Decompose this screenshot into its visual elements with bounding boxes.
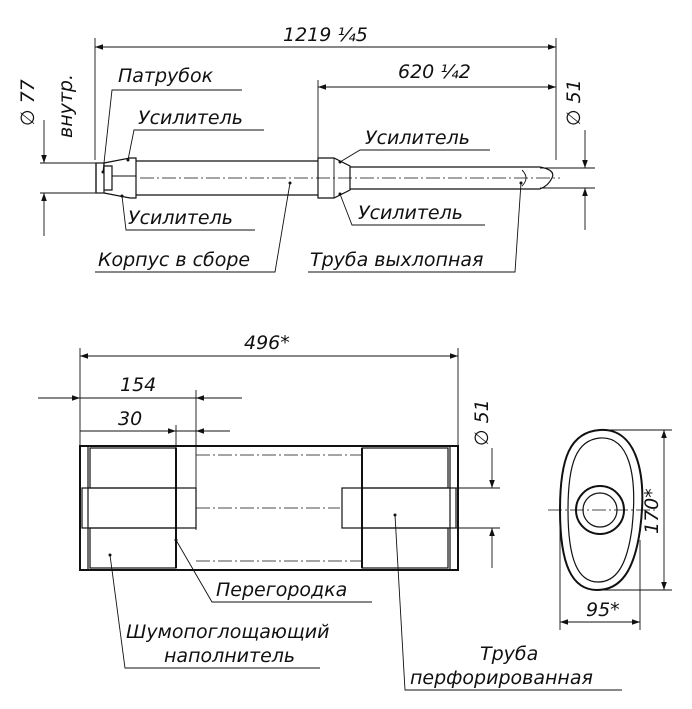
dim-text-section-51: ∅ 51 bbox=[471, 399, 493, 446]
label-patrubok: Патрубок bbox=[118, 65, 214, 87]
dimension-section-diameter: ∅ 51 bbox=[456, 399, 500, 568]
dimension-body-length: 496* bbox=[79, 332, 459, 445]
filler-right-bottom bbox=[361, 527, 449, 569]
section-view: 496* 154 30 ∅ 51 bbox=[38, 332, 622, 691]
label-usilitel-2: Усилитель bbox=[365, 127, 470, 149]
label-perf-line1: Труба bbox=[480, 643, 538, 665]
dim-text-overall: 1219 ¼5 bbox=[283, 24, 368, 46]
filler-left-bottom bbox=[89, 527, 177, 569]
dimension-154: 154 bbox=[38, 374, 242, 530]
dimension-30: 30 bbox=[80, 408, 230, 460]
dimension-height: 170* bbox=[597, 429, 672, 591]
label-filler-line2: наполнитель bbox=[164, 645, 295, 667]
label-korpus: Корпус в сборе bbox=[98, 249, 250, 271]
dimension-overall-length: 1219 ¼5 bbox=[94, 24, 557, 160]
label-usilitel-3: Усилитель bbox=[128, 207, 233, 229]
label-perf-line2: перфорированная bbox=[410, 667, 593, 689]
filler-left-top bbox=[89, 447, 177, 489]
label-usilitel-1: Усилитель bbox=[138, 107, 243, 129]
dim-text-diameter-77: ∅ 77 bbox=[17, 79, 39, 126]
end-view: 170* 95* bbox=[548, 428, 672, 630]
perforated-tube-right bbox=[341, 487, 457, 529]
label-truba-vykhlopnaya: Труба выхлопная bbox=[310, 249, 483, 271]
leaders-top bbox=[95, 89, 522, 273]
dimension-inner-diameter: ∅ 77 внутр. bbox=[17, 74, 100, 236]
muffler-body-side bbox=[95, 157, 560, 199]
dim-text-pipe: 620 ¼2 bbox=[398, 61, 471, 83]
dim-text-diameter-51: ∅ 51 bbox=[563, 79, 585, 126]
leaders-section bbox=[109, 514, 622, 691]
filler-right-top bbox=[361, 447, 449, 489]
perforated-tube-left bbox=[81, 487, 197, 529]
top-view: 1219 ¼5 620 ¼2 ∅ 77 внутр. ∅ 51 bbox=[17, 24, 595, 273]
dim-text-154: 154 bbox=[120, 374, 156, 396]
dimension-outlet-diameter: ∅ 51 bbox=[540, 79, 595, 230]
dim-text-95: 95* bbox=[586, 599, 620, 621]
dim-text-inner-note: внутр. bbox=[55, 74, 77, 138]
label-peregorodka: Перегородка bbox=[216, 579, 347, 601]
dim-text-496: 496* bbox=[244, 332, 290, 354]
label-usilitel-4: Усилитель bbox=[358, 202, 463, 224]
dimension-width: 95* bbox=[559, 515, 641, 630]
dim-text-30: 30 bbox=[118, 408, 142, 430]
dimension-pipe-length: 620 ¼2 bbox=[317, 61, 556, 160]
label-filler-line1: Шумопоглощающий bbox=[126, 621, 329, 643]
dim-text-170: 170* bbox=[641, 488, 663, 534]
muffler-body-section bbox=[79, 445, 459, 571]
